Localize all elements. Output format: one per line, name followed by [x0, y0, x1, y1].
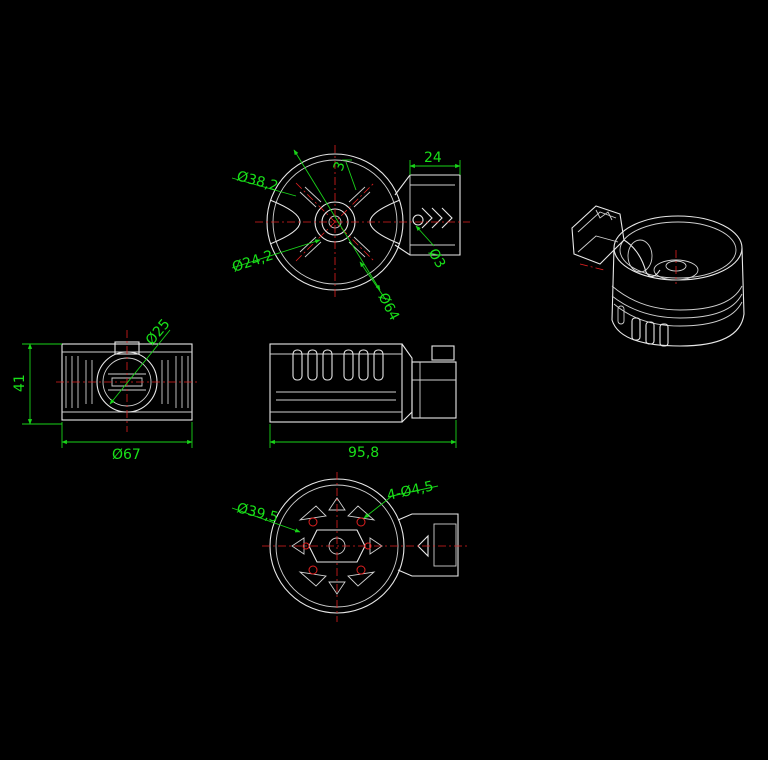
dim-slot-width: 3	[331, 160, 349, 174]
dim-small-hole: Ø3	[425, 246, 449, 271]
bottom-view-dimensions: Ø39,5 4-Ø4,5	[231, 478, 439, 533]
dim-holes: 4-Ø4,5	[386, 478, 436, 503]
top-view	[255, 145, 470, 300]
dim-flange-diameter: Ø64	[374, 290, 402, 323]
side-view	[56, 330, 200, 432]
top-view-dimensions: Ø38,2 3 24 Ø24,2 Ø3 Ø64	[230, 149, 461, 323]
dim-height: 41	[12, 374, 28, 392]
dim-outer-diameter: Ø38,2	[235, 168, 280, 194]
isometric-view	[571, 205, 745, 347]
dim-length: 95,8	[348, 445, 379, 461]
front-view	[269, 343, 457, 423]
dim-width: Ø67	[112, 447, 141, 463]
dim-bracket-width: 24	[424, 150, 442, 166]
bottom-view	[262, 472, 470, 622]
dim-inner-diameter: Ø24,2	[230, 248, 275, 276]
side-view-dimensions: 41 Ø25 Ø67	[12, 316, 193, 463]
dim-pcd: Ø39,5	[235, 500, 280, 526]
front-view-dimensions: 95,8	[269, 420, 457, 461]
